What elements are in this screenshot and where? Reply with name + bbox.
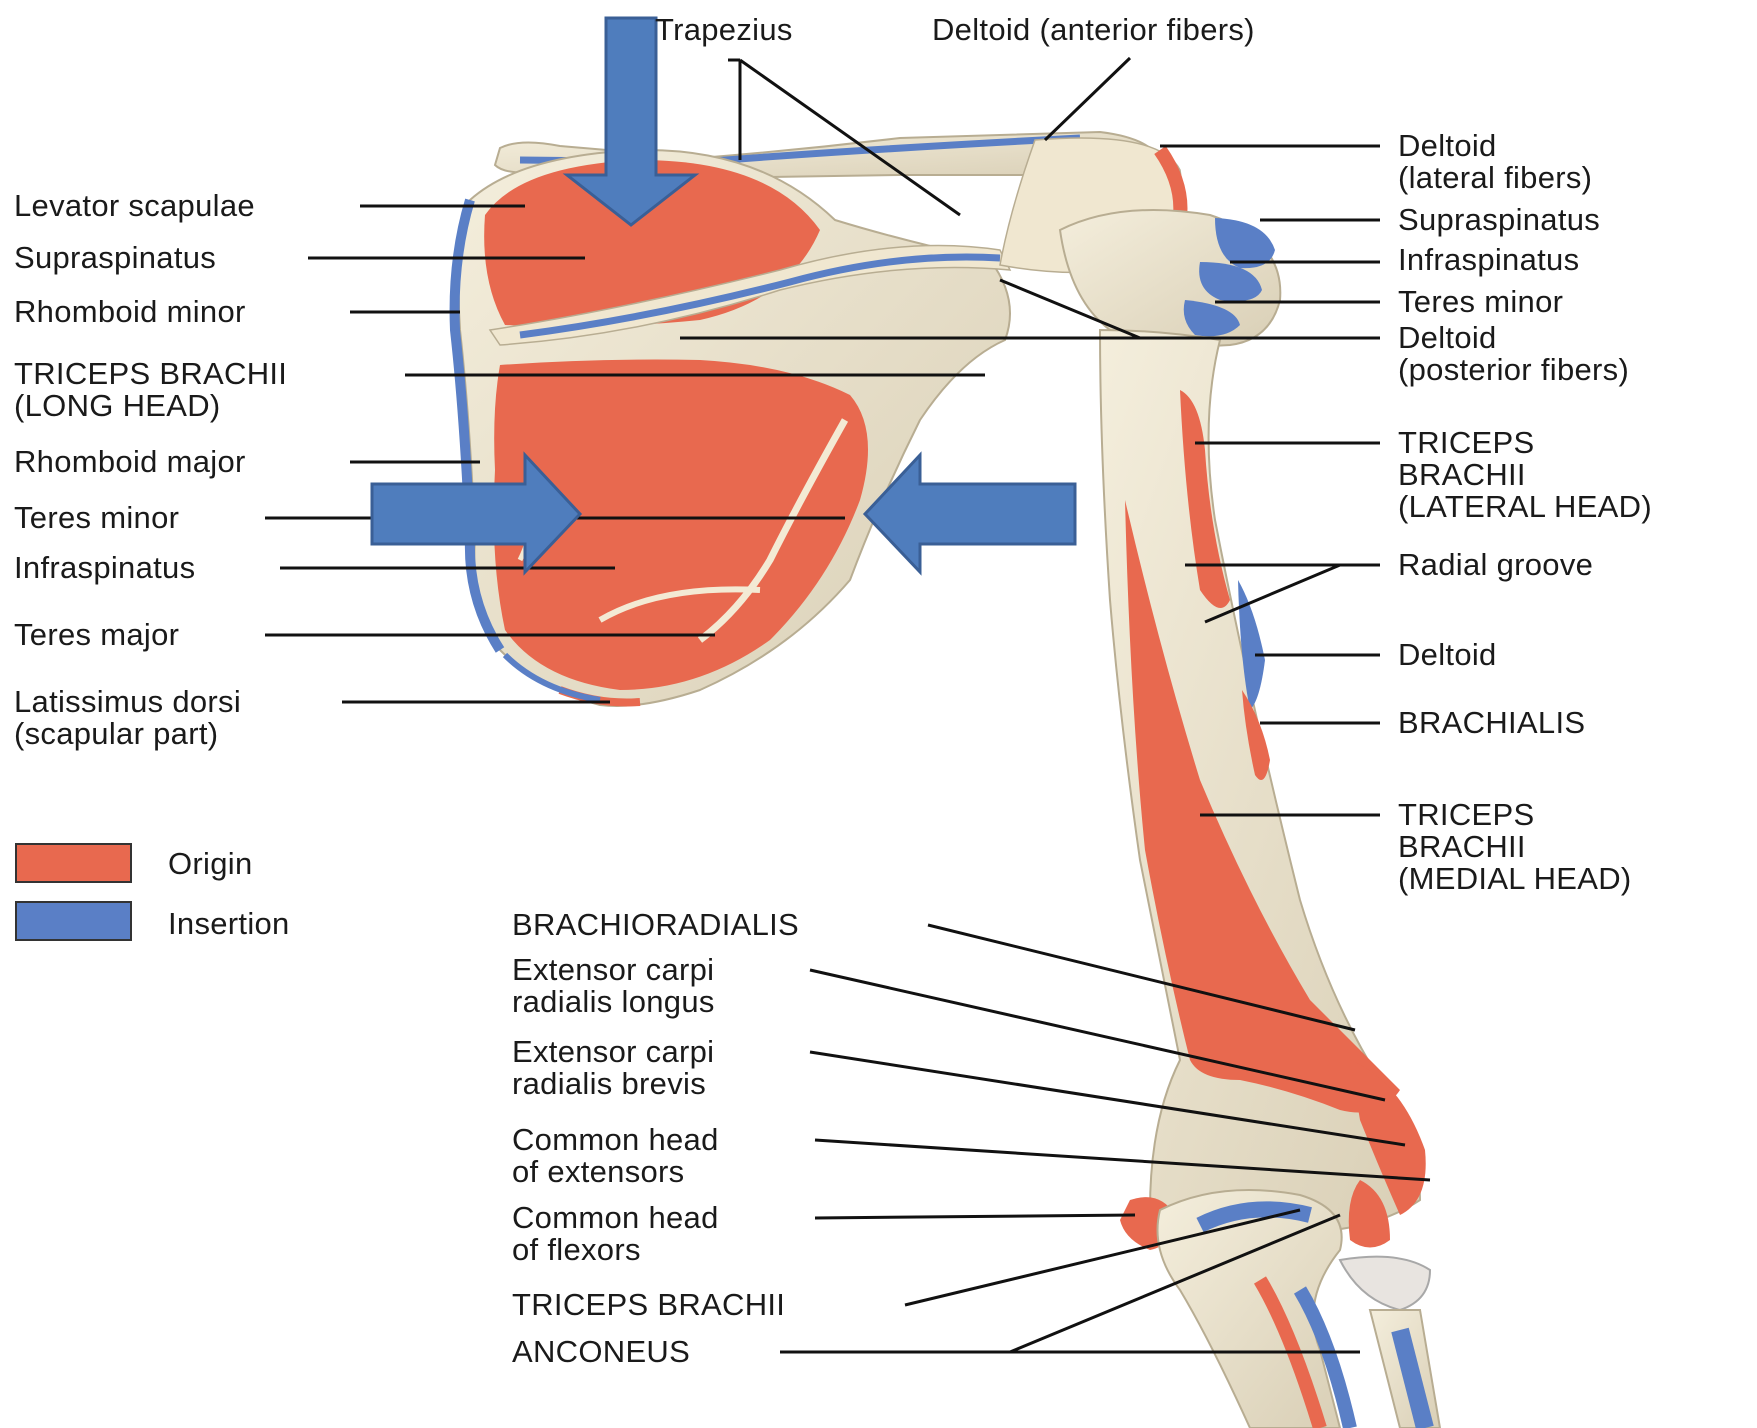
legend-insertion-swatch: [15, 901, 132, 941]
label-infraspinatus-right: Infraspinatus: [1398, 244, 1579, 276]
label-latissimus-dorsi: Latissimus dorsi (scapular part): [14, 686, 241, 750]
label-extensor-carpi-radialis-brevis: Extensor carpi radialis brevis: [512, 1036, 714, 1100]
label-brachialis: BRACHIALIS: [1398, 707, 1585, 739]
left-arrow: [865, 455, 1075, 572]
label-triceps-medial-head: TRICEPS BRACHII (MEDIAL HEAD): [1398, 799, 1632, 895]
label-deltoid: Deltoid: [1398, 639, 1497, 671]
label-trapezius: Trapezius: [655, 14, 793, 46]
scapula: [455, 150, 1010, 706]
humerus-head: [1060, 210, 1280, 346]
label-teres-minor-left: Teres minor: [14, 502, 179, 534]
label-common-head-extensors: Common head of extensors: [512, 1124, 719, 1188]
label-anconeus: ANCONEUS: [512, 1336, 690, 1368]
label-radial-groove: Radial groove: [1398, 549, 1593, 581]
label-common-head-flexors: Common head of flexors: [512, 1202, 719, 1266]
forearm: [1158, 1190, 1441, 1428]
label-deltoid-posterior: Deltoid (posterior fibers): [1398, 322, 1629, 386]
legend-origin-swatch: [15, 843, 132, 883]
label-deltoid-lateral: Deltoid (lateral fibers): [1398, 130, 1592, 194]
label-triceps-long-head: TRICEPS BRACHII (LONG HEAD): [14, 358, 287, 422]
label-triceps-lateral-head: TRICEPS BRACHII (LATERAL HEAD): [1398, 427, 1652, 523]
label-teres-major: Teres major: [14, 619, 179, 651]
label-rhomboid-major: Rhomboid major: [14, 446, 246, 478]
label-deltoid-anterior: Deltoid (anterior fibers): [932, 14, 1255, 46]
label-teres-minor-right: Teres minor: [1398, 286, 1563, 318]
label-levator-scapulae: Levator scapulae: [14, 190, 255, 222]
humerus-shaft: [1100, 330, 1426, 1250]
legend-insertion-label: Insertion: [168, 908, 290, 940]
label-supraspinatus-left: Supraspinatus: [14, 242, 216, 274]
label-infraspinatus-left: Infraspinatus: [14, 552, 195, 584]
legend-origin-label: Origin: [168, 848, 253, 880]
label-supraspinatus-right: Supraspinatus: [1398, 204, 1600, 236]
label-brachioradialis: BRACHIORADIALIS: [512, 909, 799, 941]
label-triceps-brachii: TRICEPS BRACHII: [512, 1289, 785, 1321]
label-extensor-carpi-radialis-longus: Extensor carpi radialis longus: [512, 954, 715, 1018]
label-rhomboid-minor: Rhomboid minor: [14, 296, 246, 328]
